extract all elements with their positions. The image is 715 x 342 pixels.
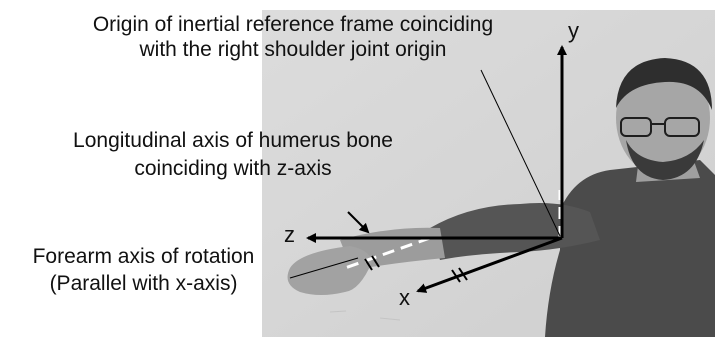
forearm-label-line1: Forearm axis of rotation <box>6 244 281 269</box>
x-axis-label: x <box>399 287 410 309</box>
humerus-label-line1: Longitudinal axis of humerus bone <box>28 128 438 153</box>
origin-label-line1: Origin of inertial reference frame coinc… <box>23 12 563 37</box>
humerus-label-line2: coinciding with z-axis <box>28 156 438 181</box>
origin-label-line2: with the right shoulder joint origin <box>23 37 563 62</box>
z-axis-label: z <box>284 224 295 246</box>
forearm-label-line2: (Parallel with x-axis) <box>6 271 281 296</box>
y-axis-label: y <box>568 20 579 42</box>
